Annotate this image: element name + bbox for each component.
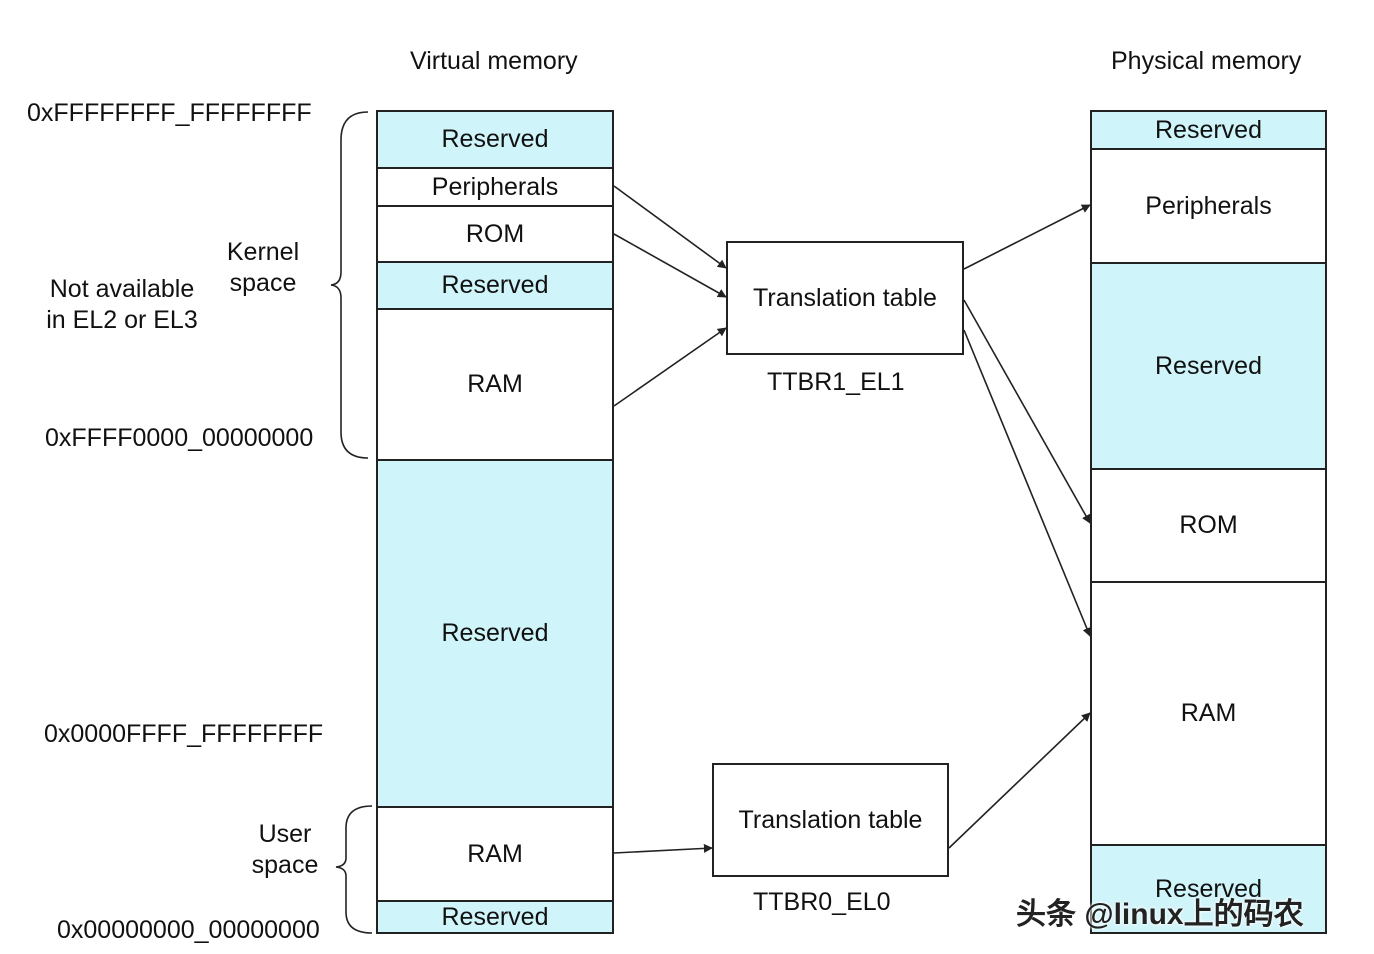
arrow-ram-to-table [613, 327, 727, 407]
watermark-text: 头条 @linux上的码农 [1016, 898, 1304, 931]
arrow-table-to-rom [963, 299, 1091, 524]
physical-region-reserved-top: Reserved [1092, 112, 1325, 150]
arrow-peripherals-to-table [613, 185, 727, 269]
kernel-space-label: Kernel space [226, 238, 300, 298]
physical-region-peripherals: Peripherals [1092, 150, 1325, 264]
physical-region-reserved-middle: Reserved [1092, 264, 1325, 470]
virtual-region-reserved-top: Reserved [378, 112, 612, 169]
virtual-region-reserved-kernel: Reserved [378, 263, 612, 310]
ttbr0-el0-label: TTBR0_EL0 [753, 888, 891, 916]
virtual-region-ram-user: RAM [378, 808, 612, 902]
kernel-space-brace [330, 111, 369, 459]
arrow-user-ram-to-table [613, 843, 713, 854]
physical-region-ram: RAM [1092, 583, 1325, 846]
address-user-top: 0x0000FFFF_FFFFFFFF [44, 720, 324, 748]
address-kernel-base: 0xFFFF0000_00000000 [45, 424, 314, 452]
arrow-user-table-to-ram [948, 712, 1091, 849]
virtual-region-reserved-middle: Reserved [378, 461, 612, 808]
arrow-table-to-peripherals [963, 204, 1091, 270]
virtual-region-peripherals: Peripherals [378, 169, 612, 207]
virtual-memory-title: Virtual memory [410, 47, 578, 75]
virtual-region-reserved-bottom: Reserved [378, 902, 612, 932]
virtual-region-rom: ROM [378, 207, 612, 263]
user-translation-table: Translation table [712, 763, 949, 877]
user-space-brace [335, 805, 373, 934]
address-bottom: 0x00000000_00000000 [57, 916, 320, 944]
user-space-label: User space [251, 820, 319, 880]
physical-memory-column: Reserved Peripherals Reserved ROM RAM Re… [1090, 110, 1327, 934]
virtual-region-ram-kernel: RAM [378, 310, 612, 461]
physical-region-reserved-bottom: Reserved [1092, 846, 1325, 932]
address-top: 0xFFFFFFFF_FFFFFFFF [27, 99, 312, 127]
kernel-translation-table: Translation table [726, 241, 964, 355]
physical-memory-title: Physical memory [1111, 47, 1302, 75]
ttbr1-el1-label: TTBR1_EL1 [767, 368, 905, 396]
arrow-table-to-ram [963, 329, 1092, 637]
not-available-label: Not available in EL2 or EL3 [46, 275, 198, 335]
physical-region-rom: ROM [1092, 470, 1325, 583]
arrow-rom-to-table [613, 233, 727, 298]
virtual-memory-column: Reserved Peripherals ROM Reserved RAM Re… [376, 110, 614, 934]
